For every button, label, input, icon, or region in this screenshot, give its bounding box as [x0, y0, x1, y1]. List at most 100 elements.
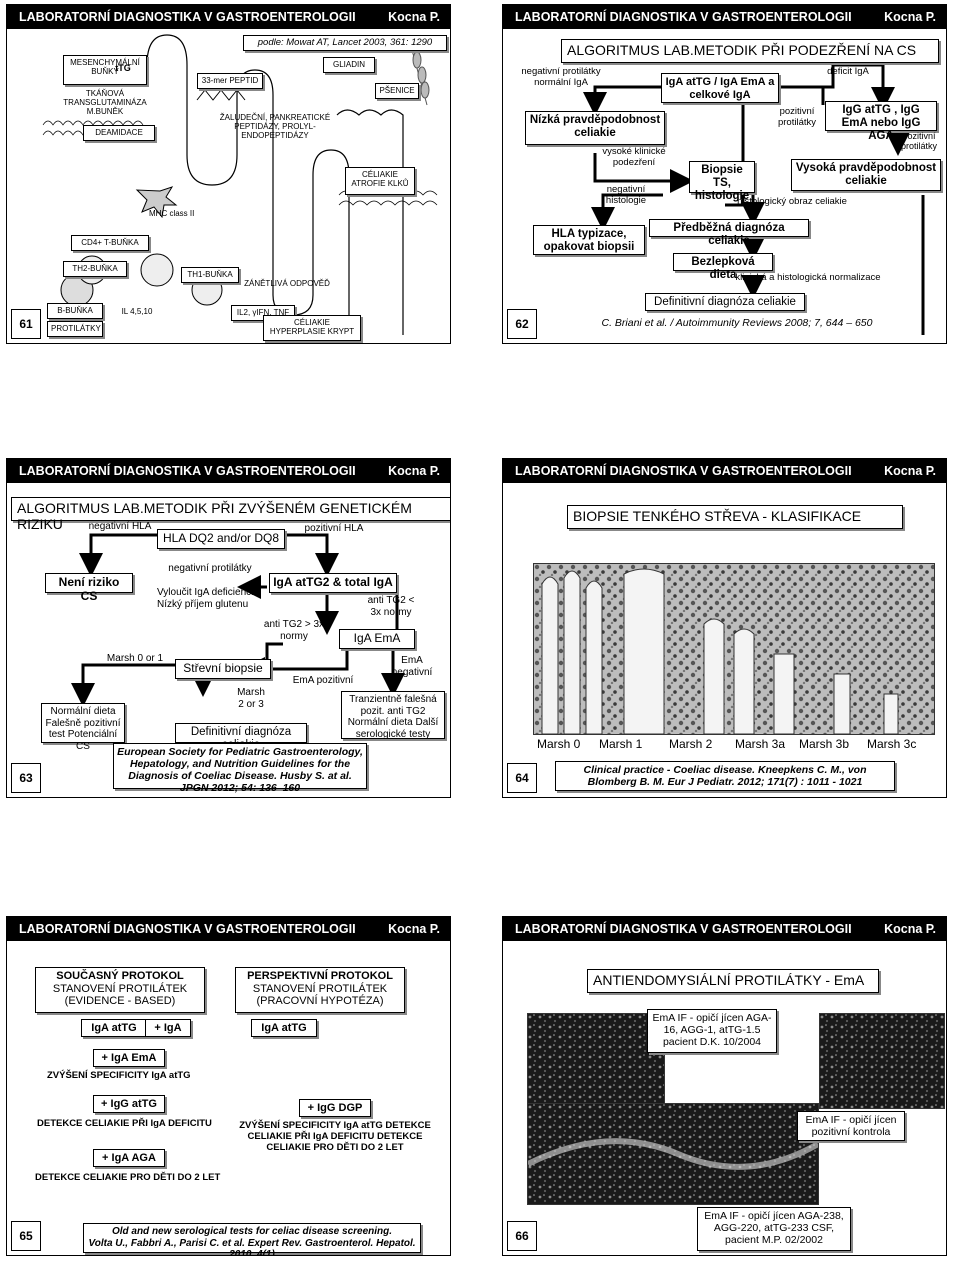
tkanova-label: TKÁŇOVÁ TRANSGLUTAMINÁZA M.BUNĚK — [61, 89, 149, 117]
slide-66: LABORATORNÍ DIAGNOSTIKA V GASTROENTEROLO… — [502, 916, 947, 1256]
plus-igg-dgp-box: + IgG DGP — [299, 1099, 371, 1117]
slide-number: 65 — [11, 1221, 41, 1251]
hla-box: HLA DQ2 and/or DQ8 — [157, 529, 285, 549]
plus-igg-attg-box: + IgG atTG — [93, 1095, 165, 1113]
definitivni-box: Definitivní diagnóza celiakie — [175, 723, 307, 743]
detekce-def-label: DETEKCE CELIAKIE PŘI IgA DEFICITU — [37, 1119, 237, 1130]
if-image-2 — [819, 1013, 945, 1109]
slide-header: LABORATORNÍ DIAGNOSTIKA V GASTROENTEROLO… — [7, 917, 450, 941]
predbezna-box: Předběžná diagnóza celiakie — [649, 219, 809, 237]
poz-hla-label: pozitivní HLA — [289, 523, 379, 535]
detekce-deti-label: DETEKCE CELIAKIE PRO DĚTI DO 2 LET — [35, 1173, 245, 1184]
iga-attg-box: IgA atTG — [81, 1019, 147, 1037]
pozit1-label: pozitivní protilátky — [765, 107, 829, 129]
biopsie-box: Biopsie TS, histologie — [689, 161, 755, 193]
gliadin-label: GLIADIN — [323, 57, 375, 73]
header-author: Kocna P. — [884, 922, 936, 936]
zvyseni-label: ZVÝŠENÍ SPECIFICITY IgA atTG — [47, 1071, 247, 1082]
ttg-label: tTG — [103, 63, 143, 73]
plus-aga-box: + IgA AGA — [93, 1149, 165, 1167]
normalizace-label: klinická a histologická normalizace — [725, 273, 891, 284]
neg-hist-label: negativní histologie — [595, 185, 657, 207]
header-author: Kocna P. — [388, 922, 440, 936]
reference-line-2: Volta U., Fabbri A., Parisi C. et al. Ex… — [87, 1238, 417, 1257]
plus-ema-box: + IgA EmA — [93, 1049, 165, 1067]
psenice-label: PŠENICE — [375, 83, 419, 99]
reference: Clinical practice - Coeliac disease. Kne… — [555, 761, 895, 791]
hyperplasie-label: CÉLIAKIE HYPERPLASIE KRYPT — [263, 315, 361, 341]
iga-ema-box: IgA EmA — [339, 629, 415, 649]
deamidace-label: DEAMIDACE — [83, 125, 155, 141]
normalni-box: Normální dieta Falešně pozitivní test Po… — [41, 703, 125, 743]
caption-3: EmA IF - opičí jícen AGA-238, AGG-220, a… — [697, 1207, 851, 1251]
celiakie-atrofie-label: CÉLIAKIE ATROFIE KLKŮ — [345, 167, 415, 195]
ema-poz-label: EmA pozitivní — [283, 675, 363, 687]
slide-header: LABORATORNÍ DIAGNOSTIKA V GASTROENTEROLO… — [503, 459, 946, 483]
hist-obraz-label: histologický obraz celiakie — [727, 197, 857, 208]
caption-2: EmA IF - opičí jícen pozitivní kontrola — [797, 1111, 905, 1141]
neg-norm-label: negativní protilátky normální IgA — [507, 67, 615, 89]
slide-number: 66 — [507, 1221, 537, 1251]
if-image-3 — [527, 1103, 819, 1205]
slide-number: 64 — [507, 763, 537, 793]
header-author: Kocna P. — [884, 464, 936, 478]
marsh-3b-label: Marsh 3b — [799, 737, 849, 751]
cd4-label: CD4+ T-BUŇKA — [71, 235, 149, 251]
slide-62: LABORATORNÍ DIAGNOSTIKA V GASTROENTEROLO… — [502, 4, 947, 344]
slide-61: LABORATORNÍ DIAGNOSTIKA V GASTROENTEROLO… — [6, 4, 451, 344]
reference: C. Briani et al. / Autoimmunity Reviews … — [587, 317, 887, 329]
caption-1: EmA IF - opičí jícen AGA-16, AGG-1, atTG… — [647, 1009, 777, 1053]
peptide-chain — [197, 90, 245, 100]
hla-box: HLA typizace, opakovat biopsii — [533, 225, 645, 255]
bezlepkova-box: Bezlepková dieta — [673, 253, 773, 271]
source-box: podle: Mowat AT, Lancet 2003, 361: 1290 — [243, 35, 447, 51]
deficit-label: deficit IgA — [813, 67, 883, 78]
th1-label: TH1-BUŇKA — [181, 267, 239, 283]
perspektivni-box: PERSPEKTIVNÍ PROTOKOL STANOVENÍ PROTILÁT… — [235, 967, 405, 1013]
header-title: LABORATORNÍ DIAGNOSTIKA V GASTROENTEROLO… — [19, 922, 356, 936]
zvyseni2-label: ZVÝŠENÍ SPECIFICITY IgA atTG DETEKCE CEL… — [235, 1121, 435, 1154]
vysoka-box: Vysoká pravděpodobnost celiakie — [791, 159, 941, 191]
peptid-label: 33-mer PEPTID — [197, 73, 263, 89]
zanetliva-label: ZÁNĚTLIVÁ ODPOVĚĎ — [237, 279, 337, 288]
slide-title: BIOPSIE TENKÉHO STŘEVA - KLASIFIKACE — [567, 505, 903, 529]
igg-box: IgG atTG , IgG EmA nebo IgG AGA — [825, 101, 937, 131]
iga-total-box: IgA atTG2 & total IgA — [269, 573, 397, 593]
cd4-cell-shape — [141, 254, 173, 286]
tranz-box: Tranzientně falešná pozit. anti TG2 Norm… — [341, 691, 445, 739]
il-label: IL 4,5,10 — [107, 307, 167, 316]
soucasny-title: SOUČASNÝ PROTOKOL — [39, 970, 201, 983]
slide-title: ALGORITMUS LAB.METODIK PŘI ZVÝŠENÉM GENE… — [11, 497, 451, 521]
marsh01-label: Marsh 0 or 1 — [95, 653, 175, 665]
iga-test-box: IgA atTG / IgA EmA a celkové IgA — [661, 73, 779, 103]
perspektivni-title: PERSPEKTIVNÍ PROTOKOL — [239, 970, 401, 983]
histology-image — [533, 563, 935, 735]
slide-title: ANTIENDOMYSIÁLNÍ PROTILÁTKY - EmA — [587, 969, 879, 993]
marsh23-label: Marsh 2 or 3 — [233, 687, 269, 710]
slide-64: LABORATORNÍ DIAGNOSTIKA V GASTROENTEROLO… — [502, 458, 947, 798]
slide-number: 63 — [11, 763, 41, 793]
anti-gt-label: anti TG2 > 3x normy — [263, 619, 325, 642]
marsh-3a-label: Marsh 3a — [735, 737, 785, 751]
plus-iga-box: + IgA — [145, 1019, 191, 1037]
perspektivni-subtitle: STANOVENÍ PROTILÁTEK (PRACOVNÍ HYPOTÉZA) — [239, 983, 401, 1008]
reference: European Society for Pediatric Gastroent… — [113, 743, 367, 789]
soucasny-box: SOUČASNÝ PROTOKOL STANOVENÍ PROTILÁTEK (… — [35, 967, 205, 1013]
neni-box: Není riziko CS — [45, 573, 133, 593]
reference: Old and new serological tests for celiac… — [83, 1223, 421, 1253]
header-title: LABORATORNÍ DIAGNOSTIKA V GASTROENTEROLO… — [515, 922, 852, 936]
marsh-0-label: Marsh 0 — [537, 737, 580, 751]
soucasny-subtitle: STANOVENÍ PROTILÁTEK (EVIDENCE - BASED) — [39, 983, 201, 1008]
mhc-label: MHC class II — [149, 209, 209, 218]
ema-neg-label: EmA negativní — [387, 655, 437, 678]
vysoke-label: vysoké klinické podezření — [593, 147, 675, 169]
bcell-label: B-BUŇKA — [47, 303, 103, 319]
slide-number: 61 — [11, 309, 41, 339]
neg-hla-label: negativní HLA — [77, 521, 163, 533]
slide-65: LABORATORNÍ DIAGNOSTIKA V GASTROENTEROLO… — [6, 916, 451, 1256]
pozit2-label: pozitivní protilátky — [893, 131, 945, 152]
slide-title: ALGORITMUS LAB.METODIK PŘI PODEZŘENÍ NA … — [561, 39, 939, 63]
strevni-box: Střevní biopsie — [175, 659, 271, 679]
marsh-1-label: Marsh 1 — [599, 737, 642, 751]
protilatky-label: PROTILÁTKY — [47, 321, 103, 337]
